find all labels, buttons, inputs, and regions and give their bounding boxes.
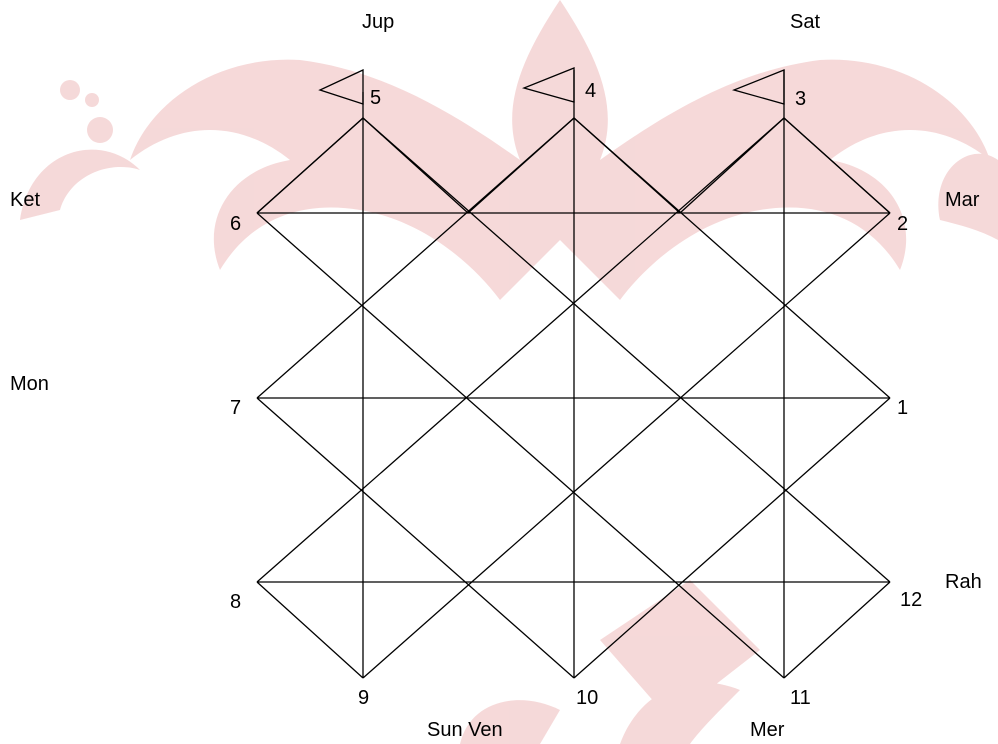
grid-line bbox=[257, 582, 363, 678]
house-number-10: 10 bbox=[576, 687, 598, 709]
house-number-4: 4 bbox=[585, 80, 596, 102]
grid-line bbox=[257, 213, 784, 678]
house-number-7: 7 bbox=[230, 397, 241, 419]
house-number-8: 8 bbox=[230, 591, 241, 613]
house-number-12: 12 bbox=[900, 589, 922, 611]
planet-label-sat: Sat bbox=[790, 11, 820, 33]
watermark-ornament bbox=[20, 0, 998, 744]
planet-label-sun-ven: Sun Ven bbox=[427, 719, 503, 741]
planet-label-rah: Rah bbox=[945, 571, 982, 593]
grid-line bbox=[784, 582, 890, 678]
house-number-2: 2 bbox=[897, 213, 908, 235]
house-number-6: 6 bbox=[230, 213, 241, 235]
planet-label-jup: Jup bbox=[362, 11, 394, 33]
house-number-1: 1 bbox=[897, 397, 908, 419]
planet-label-mar: Mar bbox=[945, 189, 980, 211]
house-number-5: 5 bbox=[370, 87, 381, 109]
planet-label-mon: Mon bbox=[10, 373, 49, 395]
house-number-9: 9 bbox=[358, 687, 369, 709]
planet-label-mer: Mer bbox=[750, 719, 785, 741]
planet-label-ket: Ket bbox=[10, 189, 40, 211]
grid-line bbox=[257, 398, 574, 678]
house-number-11: 11 bbox=[790, 687, 811, 709]
house-number-3: 3 bbox=[795, 88, 806, 110]
